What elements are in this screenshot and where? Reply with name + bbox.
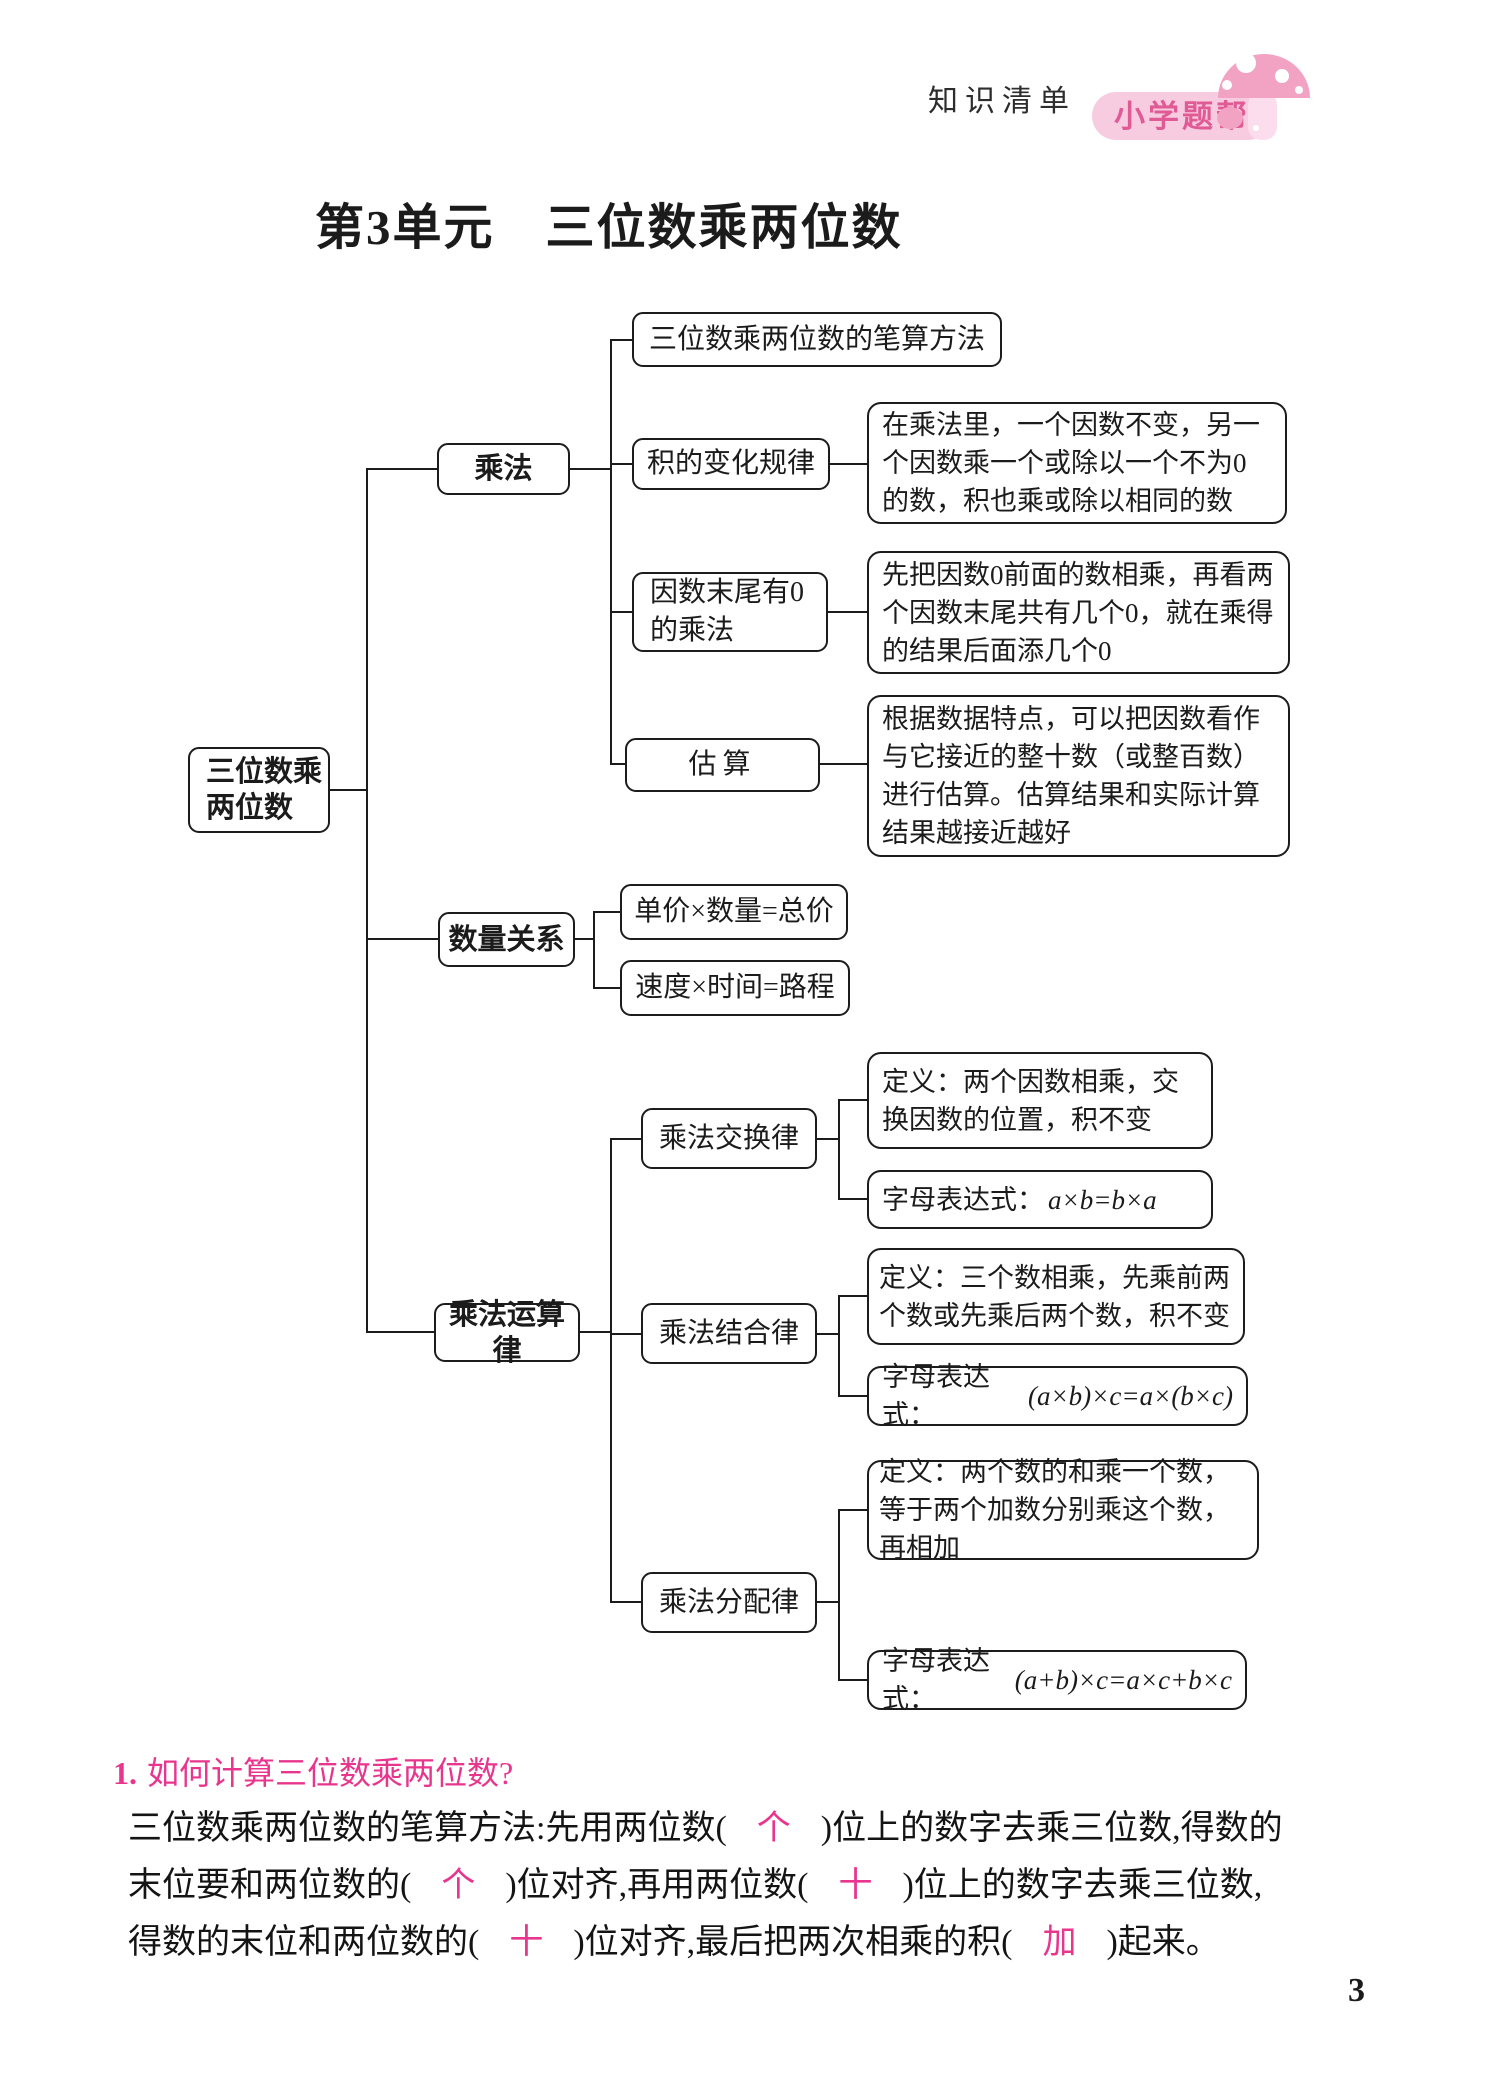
connector-line	[570, 468, 610, 470]
connector-line	[610, 1601, 641, 1603]
connector-line	[817, 1138, 838, 1140]
connector-line	[593, 911, 595, 989]
mindmap-def-distributive: 定义：两个数的和乘一个数，等于两个加数分别乘这个数，再相加	[867, 1457, 1259, 1563]
connector-line	[838, 1679, 867, 1681]
page-number: 3	[1348, 1972, 1365, 2009]
connector-line	[593, 987, 620, 989]
answer-line-3: 得数的末位和两位数的(十)位对齐,最后把两次相乘的积(加)起来。	[128, 1924, 1220, 1961]
answer-blank: 加	[1042, 1924, 1077, 1961]
connector-line	[366, 468, 368, 1333]
mindmap-def-commutative: 定义：两个因数相乘，交换因数的位置，积不变	[867, 1052, 1213, 1149]
connector-line	[330, 789, 368, 791]
question-text: 如何计算三位数乘两位数?	[147, 1755, 514, 1791]
mindmap-node-product-change-rule: 积的变化规律	[632, 438, 830, 490]
mindmap-node-estimation: 估算	[625, 738, 820, 792]
connector-line	[366, 1331, 434, 1333]
mindmap-desc-estimation: 根据数据特点，可以把因数看作与它接近的整十数（或整百数）进行估算。估算结果和实际…	[867, 695, 1290, 857]
connector-line	[575, 938, 593, 940]
connector-line	[610, 1138, 641, 1140]
answer-paragraph: 三位数乘两位数的笔算方法:先用两位数(个)位上的数字去乘三位数,得数的 末位要和…	[128, 1800, 1448, 1971]
answer-line-1: 三位数乘两位数的笔算方法:先用两位数(个)位上的数字去乘三位数,得数的	[128, 1810, 1283, 1847]
mindmap-desc-product-change: 在乘法里，一个因数不变，另一个因数乘一个或除以一个不为0的数，积也乘或除以相同的…	[867, 402, 1287, 524]
mindmap-node-quantity-relations: 数量关系	[438, 912, 575, 967]
mindmap-node-written-method: 三位数乘两位数的笔算方法	[632, 312, 1002, 367]
mindmap-node-price-formula: 单价×数量=总价	[620, 884, 848, 940]
mindmap-formula-distributive: 字母表达式：(a+b)×c=a×c+b×c	[867, 1646, 1247, 1714]
connector-line	[610, 1138, 612, 1603]
mindmap-node-trailing-zero: 因数末尾有0的乘法	[632, 572, 828, 652]
connector-line	[366, 468, 437, 470]
connector-line	[830, 463, 867, 465]
connector-line	[817, 1601, 838, 1603]
mindmap-node-distributive-law: 乘法分配律	[641, 1572, 817, 1633]
mindmap-node-multiplication: 乘法	[437, 443, 570, 495]
connector-line	[610, 1333, 641, 1335]
connector-line	[820, 763, 867, 765]
connector-line	[817, 1333, 838, 1335]
answer-blank: 十	[509, 1924, 544, 1961]
connector-line	[838, 1198, 867, 1200]
connector-line	[838, 1099, 840, 1200]
mindmap-def-associative: 定义：三个数相乘，先乘前两个数或先乘后两个数，积不变	[867, 1248, 1245, 1345]
connector-line	[838, 1099, 867, 1101]
mindmap-node-commutative-law: 乘法交换律	[641, 1108, 817, 1169]
connector-line	[610, 339, 632, 341]
answer-blank: 十	[838, 1867, 873, 1904]
answer-line-2: 末位要和两位数的(个)位对齐,再用两位数(十)位上的数字去乘三位数,	[128, 1867, 1263, 1904]
mindmap-formula-associative: 字母表达式：(a×b)×c=a×(b×c)	[867, 1362, 1248, 1430]
connector-line	[838, 1395, 867, 1397]
page-title: 第3单元 三位数乘两位数	[315, 200, 903, 255]
connector-line	[580, 1331, 610, 1333]
question-heading: 1. 如何计算三位数乘两位数?	[113, 1748, 513, 1794]
mindmap-desc-trailing-zero: 先把因数0前面的数相乘，再看两个因数末尾共有几个0，就在乘得的结果后面添几个0	[867, 551, 1290, 674]
mushroom-icon	[1212, 36, 1316, 151]
connector-line	[838, 1509, 867, 1511]
answer-blank: 个	[441, 1867, 476, 1904]
mindmap-node-multiplication-laws: 乘法运算律	[434, 1299, 580, 1367]
connector-line	[838, 1509, 840, 1681]
mindmap-node-associative-law: 乘法结合律	[641, 1303, 817, 1364]
question-number: 1.	[113, 1755, 137, 1791]
mindmap-node-root: 三位数乘两位数	[188, 747, 330, 833]
mindmap-formula-commutative: 字母表达式：a×b=b×a	[867, 1170, 1213, 1229]
mindmap-node-speed-formula: 速度×时间=路程	[620, 960, 850, 1016]
connector-line	[610, 763, 625, 765]
connector-line	[610, 611, 632, 613]
answer-blank: 个	[756, 1810, 791, 1847]
section-label: 知识清单	[928, 85, 1076, 118]
connector-line	[838, 1295, 867, 1297]
connector-line	[593, 911, 620, 913]
connector-line	[828, 611, 867, 613]
connector-line	[610, 339, 612, 765]
connector-line	[610, 463, 632, 465]
connector-line	[366, 938, 438, 940]
connector-line	[838, 1295, 840, 1397]
